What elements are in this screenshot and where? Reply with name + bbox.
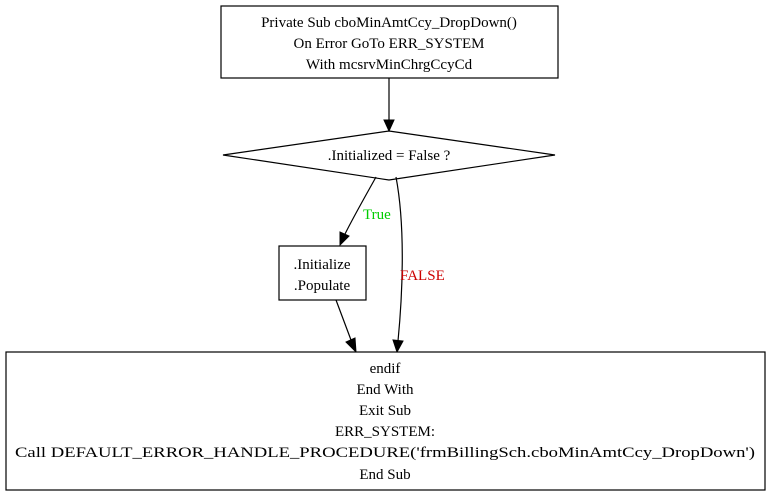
edge-false: FALSE [392,176,445,354]
start-line-1: Private Sub cboMinAmtCcy_DropDown() [261,15,517,31]
end-line-1: endif [370,361,401,377]
init-line-1: .Initialize [293,257,350,273]
end-line-2: End With [356,382,414,398]
end-line-4: ERR_SYSTEM: [335,424,435,440]
decision-node: .Initialized = False ? [222,130,556,181]
edge-start-to-decision [383,78,395,133]
start-line-3: With mcsrvMinChrgCcyCd [306,57,473,73]
start-node: Private Sub cboMinAmtCcy_DropDown() On E… [220,5,559,79]
end-line-3: Exit Sub [359,403,411,419]
decision-label: .Initialized = False ? [328,148,451,164]
end-line-5: Call DEFAULT_ERROR_HANDLE_PROCEDURE('frm… [15,445,755,461]
edge-true: True [339,176,391,247]
end-line-6: End Sub [359,467,410,483]
end-node: endif End With Exit Sub ERR_SYSTEM: Call… [5,351,766,491]
false-label: FALSE [400,268,445,284]
start-line-2: On Error GoTo ERR_SYSTEM [293,36,484,52]
true-label: True [363,207,391,223]
init-line-2: .Populate [294,278,351,294]
edge-init-to-end [335,299,357,354]
init-node: .Initialize .Populate [278,245,367,301]
